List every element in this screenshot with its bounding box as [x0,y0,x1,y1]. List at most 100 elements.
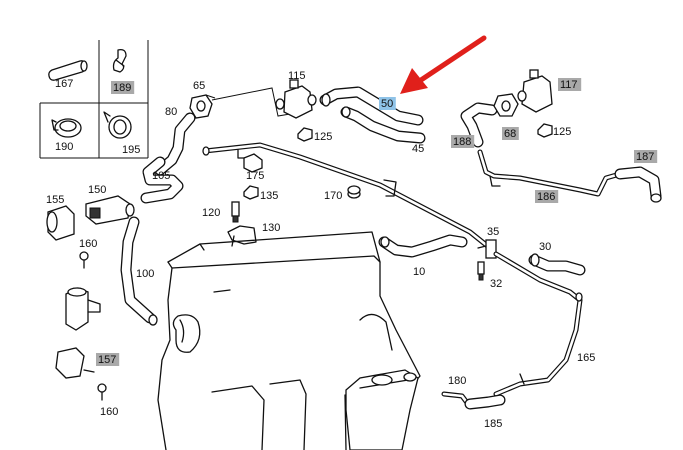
callout-157[interactable]: 157 [96,353,120,366]
callout-120[interactable]: 120 [202,207,220,219]
bolt-160a[interactable] [79,251,89,269]
callout-highlight [111,81,135,94]
callout-125b[interactable]: 125 [553,126,571,138]
callout-160a[interactable]: 160 [79,238,97,250]
sensor-32[interactable] [477,261,485,281]
fitting-35[interactable] [477,239,497,259]
callout-number: 120 [202,207,220,219]
sensor-120[interactable] [231,201,240,223]
hose-187[interactable] [614,166,662,203]
callout-115[interactable]: 115 [288,70,306,82]
hose-30[interactable] [528,253,586,276]
callout-187[interactable]: 187 [634,150,658,163]
bracket-130[interactable] [227,225,257,247]
callout-160b[interactable]: 160 [100,406,118,418]
callout-number: 150 [88,184,106,196]
callout-number: 130 [262,222,280,234]
callout-number: 186 [537,191,555,203]
hose-100[interactable] [120,216,158,326]
callout-number: 45 [412,143,424,155]
callout-highlight [451,135,475,148]
callout-number: 188 [453,136,471,148]
callout-165[interactable]: 165 [577,352,595,364]
callout-number: 187 [636,151,654,163]
callout-190[interactable]: 190 [55,141,73,153]
hose-185[interactable] [464,373,525,410]
callout-number: 135 [260,190,278,202]
callout-number: 105 [152,170,170,182]
grommet-175[interactable] [243,153,263,173]
clamp-195[interactable] [103,111,132,139]
callout-highlight [96,353,120,366]
hose-10[interactable] [378,234,468,258]
bolt-160b[interactable] [97,383,107,401]
callout-number: 157 [98,354,116,366]
callout-125a[interactable]: 125 [314,131,332,143]
inset-panel [39,40,149,159]
callout-185[interactable]: 185 [484,418,502,430]
callout-10[interactable]: 10 [413,266,425,278]
callout-135[interactable]: 135 [260,190,278,202]
callout-50[interactable]: 50 [379,97,396,110]
nut-125b[interactable] [537,123,553,138]
callout-130[interactable]: 130 [262,222,280,234]
callout-117[interactable]: 117 [558,78,582,91]
callout-number: 175 [246,170,264,182]
callout-45[interactable]: 45 [412,143,424,155]
hose-188[interactable] [460,102,498,148]
callout-155[interactable]: 155 [46,194,64,206]
grommet-65[interactable] [189,94,213,119]
callout-number: 160 [79,238,97,250]
callout-number: 68 [504,128,516,140]
callout-167[interactable]: 167 [55,78,73,90]
callout-186[interactable]: 186 [535,190,559,203]
callout-number: 185 [484,418,502,430]
callout-32[interactable]: 32 [490,278,502,290]
callout-number: 170 [324,190,342,202]
callout-highlight [634,150,658,163]
callout-188[interactable]: 188 [451,135,475,148]
sleeve-167[interactable] [48,60,88,81]
callout-highlight [502,127,519,140]
callout-175[interactable]: 175 [246,170,264,182]
coolant-pipe-main[interactable] [202,142,493,251]
callout-number: 125 [314,131,332,143]
callout-35[interactable]: 35 [487,226,499,238]
pump-155[interactable] [46,205,75,241]
callout-180[interactable]: 180 [448,375,466,387]
callout-68[interactable]: 68 [502,127,519,140]
callout-105[interactable]: 105 [152,170,170,182]
nut-135[interactable] [243,185,259,200]
valve-117[interactable] [517,69,553,113]
callout-number: 117 [560,79,578,91]
hose-80[interactable] [154,112,196,176]
fitting-170[interactable] [347,185,361,199]
hose-50[interactable] [319,86,424,126]
callout-195[interactable]: 195 [122,144,140,156]
callout-number: 125 [553,126,571,138]
bracket-157[interactable] [55,347,95,379]
callout-65[interactable]: 65 [193,80,205,92]
callout-189[interactable]: 189 [111,81,135,94]
callout-150[interactable]: 150 [88,184,106,196]
valve-assembly[interactable] [65,287,101,331]
pump-150[interactable] [85,195,135,225]
hose-45[interactable] [340,106,426,144]
pipe-186[interactable] [477,149,623,197]
callout-170[interactable]: 170 [324,190,342,202]
hose-105[interactable] [140,156,184,204]
engine-block [157,231,421,450]
pipe-165[interactable] [493,251,583,397]
nut-125a[interactable] [297,127,313,142]
callout-30[interactable]: 30 [539,241,551,253]
grommet-68[interactable] [493,93,519,117]
clip-189[interactable] [112,48,127,73]
callout-labels: 167 189 190 195 80 65 115 50 45 125 117 68 125 188 187… [46,70,658,430]
callout-100[interactable]: 100 [136,268,154,280]
valve-115[interactable] [275,79,317,119]
clamp-190[interactable] [51,118,82,138]
callout-number: 30 [539,241,551,253]
callout-80[interactable]: 80 [165,106,177,118]
callout-number: 115 [288,70,306,82]
